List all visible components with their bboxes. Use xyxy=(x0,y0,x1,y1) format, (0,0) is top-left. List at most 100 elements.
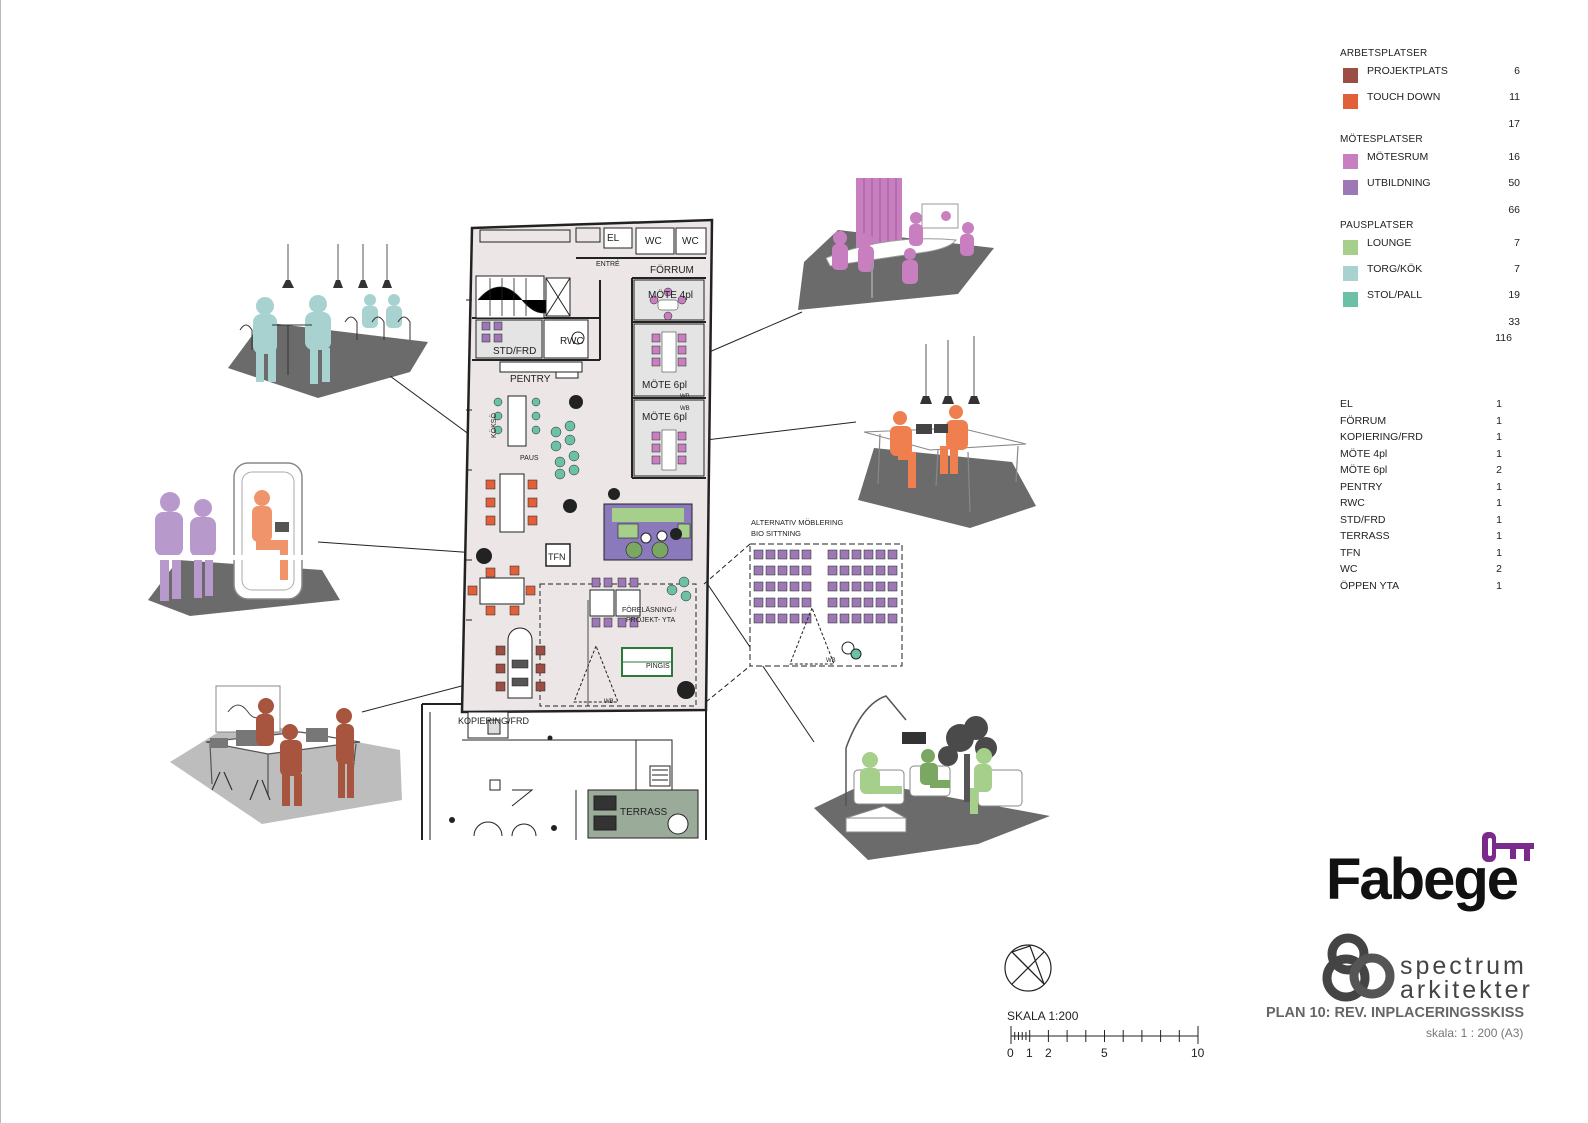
bio-seat xyxy=(789,597,800,608)
legend-label: LOUNGE xyxy=(1367,237,1412,249)
bio-seat xyxy=(887,613,898,624)
label-mote-6pl-b: MÖTE 6pl xyxy=(642,411,687,423)
plan-title: PLAN 10: REV. INPLACERINGSSKISS xyxy=(1266,1005,1525,1021)
label-kokso: KÖKSÖ xyxy=(490,413,498,438)
legend-value: 16 xyxy=(1508,151,1520,163)
bio-seat xyxy=(789,549,800,560)
room-name: MÖTE 4pl xyxy=(1340,447,1388,460)
bio-seat xyxy=(753,597,764,608)
legend-swatch-motesrum xyxy=(1343,154,1358,169)
scale-tick-label: 5 xyxy=(1101,1046,1108,1060)
room-count: 1 xyxy=(1496,431,1502,443)
legend-subtotal: 66 xyxy=(1508,204,1520,216)
bio-seat xyxy=(887,581,898,592)
room-name: TERRASS xyxy=(1340,530,1390,542)
spectrum-logo-icon xyxy=(1322,933,1395,1002)
room-name: WC xyxy=(1340,563,1358,575)
scale-tick-label: 1 xyxy=(1026,1046,1033,1060)
bio-seat xyxy=(777,597,788,608)
plan-furniture xyxy=(467,287,695,699)
room-count: 1 xyxy=(1496,513,1502,526)
bio-seat xyxy=(851,565,862,576)
bio-seat xyxy=(753,565,764,576)
bio-seat xyxy=(765,581,776,592)
legend-value: 50 xyxy=(1508,177,1520,189)
label-alt-seating-1: ALTERNATIV MÖBLERING xyxy=(751,518,843,527)
label-wc-1: WC xyxy=(645,236,662,247)
label-pentry: PENTRY xyxy=(510,374,551,385)
legend-subtotal: 17 xyxy=(1508,118,1520,130)
label-terrass: TERRASS xyxy=(620,807,668,818)
bio-seat xyxy=(887,565,898,576)
scale-tick-label: 2 xyxy=(1045,1046,1052,1060)
room-row: MÖTE 4pl 1 xyxy=(1340,448,1502,465)
label-std-frd: STD/FRD xyxy=(493,346,536,357)
architect-name-line2: arkitekter xyxy=(1400,976,1533,1004)
room-name: MÖTE 6pl xyxy=(1340,464,1388,476)
fabege-key-icon xyxy=(1482,832,1534,862)
bio-seat xyxy=(753,581,764,592)
bio-seat xyxy=(863,613,874,624)
legend-swatch-stol-pall xyxy=(1343,292,1358,307)
room-name: PENTRY xyxy=(1340,480,1383,493)
bio-seat xyxy=(875,613,886,624)
fabege-logo: Fabege xyxy=(1326,847,1519,912)
bio-seat xyxy=(875,597,886,608)
scale-bar-label: SKALA 1:200 xyxy=(1007,1009,1079,1023)
bio-seat xyxy=(887,597,898,608)
room-count: 1 xyxy=(1496,447,1502,460)
bio-seat xyxy=(863,597,874,608)
legend-value: 19 xyxy=(1508,289,1520,301)
bio-seat xyxy=(777,549,788,560)
label-forelasning-1: FÖRELÄSNING-/ xyxy=(622,606,677,614)
legend-label: UTBILDNING xyxy=(1367,177,1431,189)
label-el: EL xyxy=(607,233,620,244)
room-name: TFN xyxy=(1340,546,1361,559)
bio-seat xyxy=(827,613,838,624)
room-name: ÖPPEN YTA xyxy=(1340,579,1400,592)
label-mote-4pl: MÖTE 4pl xyxy=(648,289,693,301)
bio-seat xyxy=(753,613,764,624)
label-kopiering: KOPIERING/FRD xyxy=(458,716,530,726)
bio-seat xyxy=(875,581,886,592)
room-count: 1 xyxy=(1496,480,1502,493)
architect-name-line1: spectrum xyxy=(1400,952,1527,980)
label-wb-3: WB xyxy=(680,406,690,412)
bio-seat xyxy=(851,613,862,624)
room-count: 1 xyxy=(1496,398,1502,410)
legend-label: TOUCH DOWN xyxy=(1367,91,1441,103)
bio-seat xyxy=(827,565,838,576)
bio-seat xyxy=(801,581,812,592)
scale-tick-label: 0 xyxy=(1007,1046,1014,1060)
label-tfn: TFN xyxy=(548,552,566,562)
bio-seat xyxy=(875,549,886,560)
bio-seat xyxy=(765,565,776,576)
alt-seating-box xyxy=(703,543,903,703)
label-alt-seating-2: BIO SITTNING xyxy=(751,529,801,538)
scale-bar xyxy=(1010,1026,1199,1044)
vignette-project-desks xyxy=(170,685,402,824)
scale-tick-label: 10 xyxy=(1191,1046,1205,1060)
room-row: WC 2 xyxy=(1340,563,1502,580)
bio-seat xyxy=(875,565,886,576)
room-count: 2 xyxy=(1496,563,1502,575)
legend-subtotal: 33 xyxy=(1508,316,1520,328)
room-name: EL xyxy=(1340,398,1353,410)
bio-seat xyxy=(851,549,862,560)
legend-label: TORG/KÖK xyxy=(1367,263,1423,275)
bio-seat xyxy=(863,549,874,560)
bio-seat xyxy=(827,597,838,608)
plan-labels: EL WC WC ENTRÉ FÖRRUM MÖTE 4pl STD/FRD R… xyxy=(458,233,843,818)
label-pingis: PINGIS xyxy=(646,663,670,670)
bio-seat xyxy=(801,597,812,608)
north-arrow-icon xyxy=(1004,944,1052,992)
